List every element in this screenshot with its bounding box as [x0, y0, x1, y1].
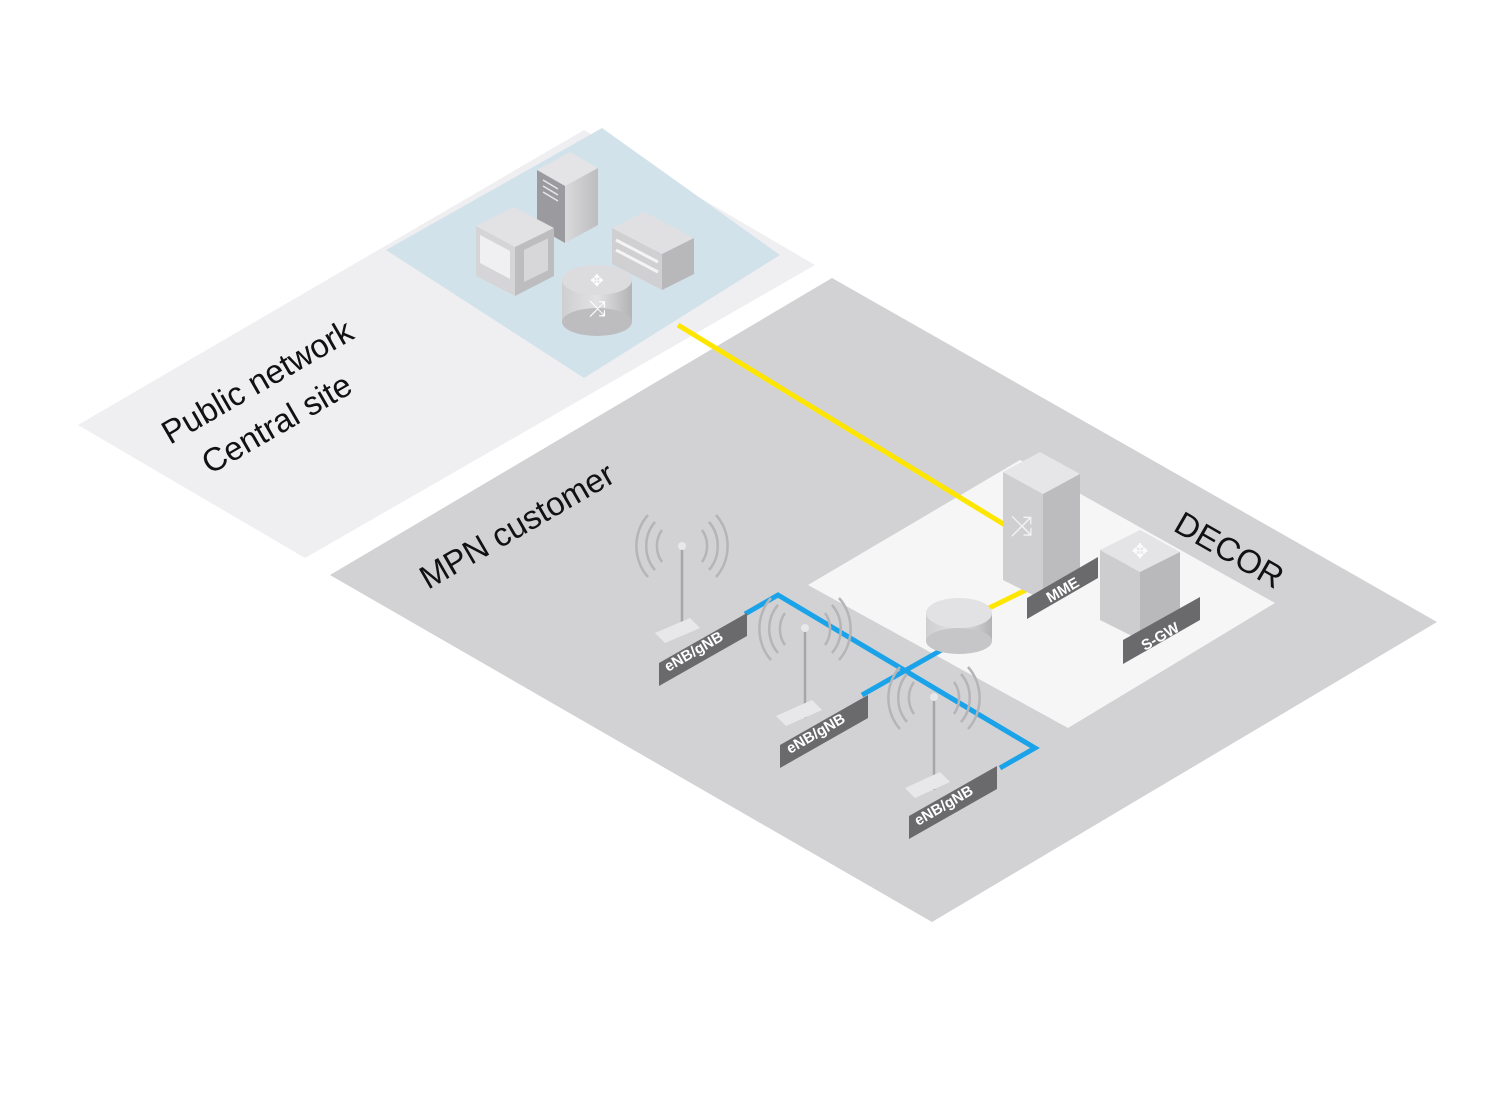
signal-waves-icon — [758, 597, 852, 661]
core-router-icon: ✥ ⤨ — [562, 265, 632, 336]
signal-waves-icon — [887, 666, 981, 730]
mme-gateway-link — [983, 585, 1032, 613]
sgw-node: ✥ S-GW — [1100, 530, 1200, 664]
switch-icon: ⤨ — [1011, 509, 1033, 542]
svg-text:⤨: ⤨ — [588, 297, 606, 322]
fronthaul-link-branch — [860, 645, 947, 698]
central-site-pad — [386, 128, 780, 378]
cylinder-router-icon — [926, 598, 992, 654]
rack-switch-icon — [612, 212, 694, 290]
mme-node: ⤨ MME — [1003, 452, 1098, 619]
svg-text:✥: ✥ — [590, 271, 603, 290]
backhaul-link — [676, 322, 1007, 528]
chassis-icon — [476, 207, 554, 296]
router-icon: ✥ — [1132, 539, 1149, 563]
signal-waves-icon — [635, 514, 729, 578]
